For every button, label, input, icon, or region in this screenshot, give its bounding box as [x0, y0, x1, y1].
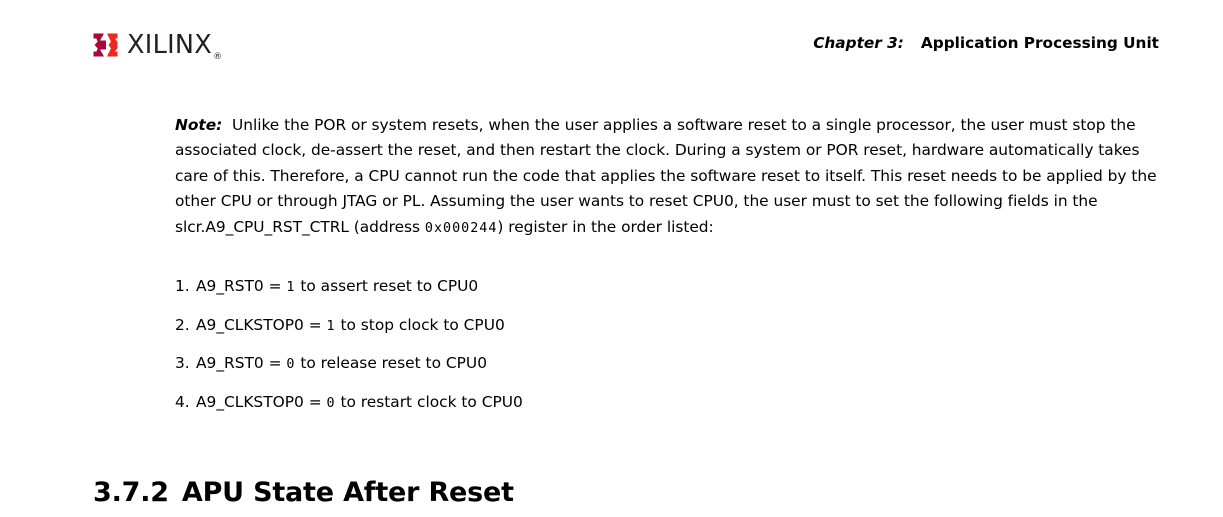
register-field-name: A9_RST0: [196, 354, 264, 373]
register-field-name: A9_RST0: [196, 277, 264, 295]
header-chapter-label: Chapter 3:: [813, 34, 904, 52]
header-chapter-info: Chapter 3: Application Processing Unit: [813, 34, 1159, 52]
list-item-text: A9_RST0 = 1 to assert reset to CPU0: [196, 276, 1075, 298]
note-trailing-text: ) register in the order listed:: [497, 217, 714, 236]
list-item-number: 2.: [175, 315, 190, 334]
step-description: to release reset to CPU0: [295, 354, 487, 373]
xilinx-logo: XILINX®: [93, 30, 223, 63]
register-field-name: A9_CLKSTOP0: [196, 315, 304, 334]
section-title: APU State After Reset: [181, 477, 514, 509]
list-item-text: A9_CLKSTOP0 = 1 to stop clock to CPU0: [196, 315, 1075, 337]
section-number: 3.7.2: [93, 477, 169, 509]
xilinx-logo-mark-icon: [93, 33, 118, 57]
note-paragraph: Note: Unlike the POR or system resets, w…: [175, 113, 1158, 241]
step-description: to assert reset to CPU0: [295, 277, 479, 295]
page-header: XILINX® Chapter 3: Application Processing…: [0, 28, 1223, 68]
xilinx-wordmark: XILINX®: [127, 30, 223, 63]
equals-sign: =: [263, 277, 287, 295]
list-item: 4. A9_CLKSTOP0 = 0 to restart clock to C…: [175, 392, 1075, 431]
list-item: 1. A9_RST0 = 1 to assert reset to CPU0: [175, 276, 1075, 315]
equals-sign: =: [303, 315, 327, 334]
note-body-text: Unlike the POR or system resets, when th…: [175, 116, 1157, 236]
list-item-text: A9_RST0 = 0 to release reset to CPU0: [196, 353, 1075, 375]
section-heading: 3.7.2 APU State After Reset: [93, 477, 514, 508]
register-field-value: 1: [326, 318, 336, 334]
step-description: to stop clock to CPU0: [335, 315, 505, 334]
register-field-value: 1: [286, 280, 296, 295]
list-item-text: A9_CLKSTOP0 = 0 to restart clock to CPU0: [196, 392, 1075, 414]
note-label: Note:: [175, 116, 223, 134]
list-item-number: 1.: [175, 277, 190, 295]
header-chapter-title: Application Processing Unit: [920, 34, 1159, 52]
register-field-value: 0: [286, 357, 296, 373]
list-item-number: 4.: [175, 392, 190, 411]
list-item: 2. A9_CLKSTOP0 = 1 to stop clock to CPU0: [175, 315, 1075, 354]
reset-sequence-list: 1. A9_RST0 = 1 to assert reset to CPU0 2…: [175, 276, 1075, 430]
register-field-name: A9_CLKSTOP0: [196, 392, 304, 411]
list-item: 3. A9_RST0 = 0 to release reset to CPU0: [175, 353, 1075, 392]
note-block: Note: Unlike the POR or system resets, w…: [175, 113, 1158, 241]
equals-sign: =: [303, 392, 327, 411]
step-description: to restart clock to CPU0: [335, 392, 523, 411]
registered-trademark-symbol: ®: [213, 52, 223, 63]
register-field-value: 0: [326, 395, 336, 411]
register-address: 0x000244: [424, 220, 498, 236]
list-item-number: 3.: [175, 354, 190, 373]
equals-sign: =: [263, 354, 287, 373]
